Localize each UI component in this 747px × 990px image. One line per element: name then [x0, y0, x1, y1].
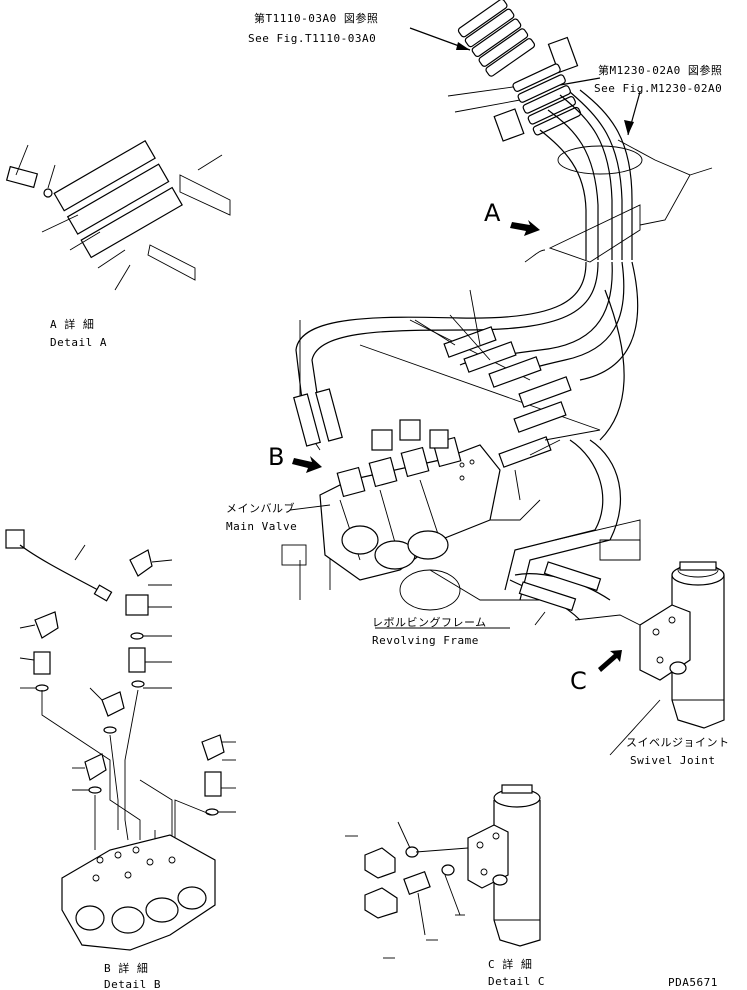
marker-b: B [268, 443, 285, 471]
detail-a-jp: A 詳 細 [50, 318, 95, 331]
ref-t1110-en: See Fig.T1110-03A0 [248, 32, 377, 45]
ref-t1110-jp: 第T1110-03A0 図参照 [254, 12, 379, 25]
detail-b-en: Detail B [104, 978, 161, 990]
detail-a-en: Detail A [50, 336, 107, 349]
ref-m1230-jp: 第M1230-02A0 図参照 [598, 64, 723, 77]
swivel-joint-jp: スイベルジョイント [626, 736, 730, 749]
arrow-b-icon [292, 456, 322, 473]
hose-bundle [512, 63, 713, 263]
marker-c: C [570, 667, 587, 695]
ref-m1230-en: See Fig.M1230-02A0 [594, 82, 723, 95]
arrow-a-icon [510, 220, 540, 236]
marker-a: A [484, 199, 501, 227]
revolving-frame-en: Revolving Frame [372, 634, 479, 647]
swivel-hose-fittings [518, 561, 641, 626]
detail-b-drawing [5, 529, 236, 951]
arrow-c-icon [598, 650, 622, 672]
main-valve-jp: メインバルブ [226, 502, 295, 515]
detail-c-en: Detail C [488, 975, 545, 988]
swivel-joint-drawing [639, 561, 725, 729]
reference-leaders [409, 27, 641, 136]
hose-fittings-top [447, 0, 579, 142]
detail-b-jp: B 詳 細 [104, 962, 149, 975]
swivel-joint-en: Swivel Joint [630, 754, 716, 767]
detail-c-drawing [345, 784, 541, 959]
main-valve-assembly [319, 419, 501, 611]
hose-fittings-valve [293, 289, 601, 501]
detail-c-jp: C 詳 細 [488, 958, 533, 971]
main-valve-en: Main Valve [226, 520, 298, 533]
drawing-number: PDA5671 [668, 976, 718, 989]
revolving-frame-jp: レボルビングフレーム [372, 616, 487, 629]
label-leaders [289, 504, 661, 756]
detail-a-drawing [5, 140, 231, 291]
